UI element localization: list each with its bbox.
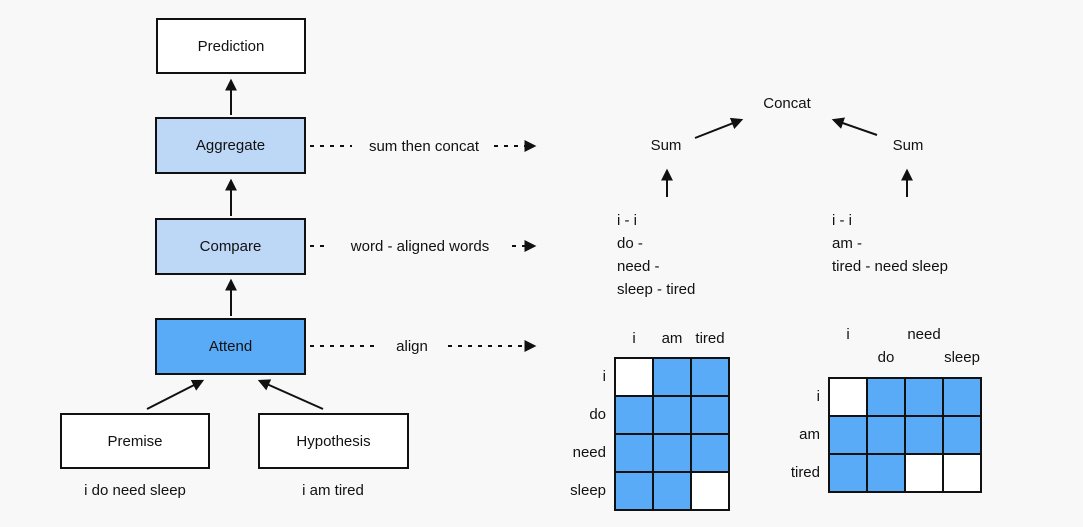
concat-label: Concat: [763, 95, 811, 112]
aggregate-label: Aggregate: [195, 137, 266, 154]
annotation-word-aligned-words: word - aligned words: [350, 238, 490, 255]
compare-box: Compare: [155, 218, 306, 275]
aligned-cell: [868, 455, 904, 491]
premise-box: Premise: [60, 413, 210, 469]
hypothesis-attention-matrix: [828, 377, 982, 493]
aligned-cell: [868, 417, 904, 453]
matrix-col-label: i: [632, 330, 636, 347]
matrix-row-label: do: [589, 406, 606, 423]
aligned-cell: [692, 359, 728, 395]
unaligned-cell: [830, 379, 866, 415]
hypothesis-box: Hypothesis: [258, 413, 409, 469]
unaligned-cell: [906, 455, 942, 491]
aligned-cell: [616, 473, 652, 509]
pair-item: sleep - tired: [617, 281, 696, 298]
premise-sentence: i do need sleep: [84, 482, 186, 499]
aligned-cell: [906, 379, 942, 415]
left-pair-list: i - i do - need - sleep - tired: [617, 209, 695, 301]
premise-attention-matrix: [614, 357, 730, 511]
matrix-col-label: do: [877, 349, 895, 366]
arrow-sumright-to-concat: [831, 117, 878, 136]
right-pair-list: i - i am - tired - need sleep: [832, 209, 948, 278]
aligned-cell: [654, 397, 690, 433]
matrix-col-label: need: [907, 326, 941, 343]
annotation-align: align: [396, 338, 428, 355]
pair-item: i - i: [832, 212, 852, 229]
aligned-cell: [616, 397, 652, 433]
unaligned-cell: [616, 359, 652, 395]
sum-left-label: Sum: [650, 137, 682, 154]
hypothesis-label: Hypothesis: [296, 432, 371, 450]
matrix-col-label: i: [846, 326, 850, 343]
prediction-label: Prediction: [197, 37, 265, 55]
aligned-cell: [616, 435, 652, 471]
arrow-premise-to-attend: [146, 379, 205, 410]
arrow-sumleft-to-concat: [694, 117, 744, 139]
pair-item: do -: [617, 235, 643, 252]
matrix-col-label: tired: [695, 330, 725, 347]
matrix-row-label: sleep: [570, 482, 606, 499]
aligned-cell: [944, 417, 980, 453]
aligned-cell: [654, 473, 690, 509]
unaligned-cell: [944, 455, 980, 491]
pair-item: need -: [617, 258, 660, 275]
premise-label: Premise: [107, 432, 163, 450]
pair-item: tired - need sleep: [832, 258, 948, 275]
aligned-cell: [830, 417, 866, 453]
aligned-cell: [654, 359, 690, 395]
aggregate-box: Aggregate: [155, 117, 306, 174]
attend-box: Attend: [155, 318, 306, 375]
aligned-cell: [944, 379, 980, 415]
matrix-row-label: need: [572, 444, 606, 461]
matrix-row-label: am: [799, 426, 820, 443]
aligned-cell: [692, 435, 728, 471]
compare-label: Compare: [199, 238, 262, 255]
sum-right-label: Sum: [892, 137, 924, 154]
aligned-cell: [868, 379, 904, 415]
matrix-row-label: i: [602, 368, 606, 385]
matrix-col-label: sleep: [944, 349, 980, 366]
prediction-box: Prediction: [156, 18, 306, 74]
aligned-cell: [692, 397, 728, 433]
pair-item: i - i: [617, 212, 637, 229]
pair-item: am -: [832, 235, 862, 252]
aligned-cell: [906, 417, 942, 453]
aligned-cell: [654, 435, 690, 471]
arrow-hypothesis-to-attend: [257, 379, 324, 410]
matrix-col-label: am: [661, 330, 683, 347]
matrix-row-label: tired: [790, 464, 820, 481]
unaligned-cell: [692, 473, 728, 509]
hypothesis-sentence: i am tired: [302, 482, 364, 499]
attend-label: Attend: [208, 338, 253, 355]
annotation-sum-then-concat: sum then concat: [368, 138, 480, 155]
aligned-cell: [830, 455, 866, 491]
matrix-row-label: i: [816, 388, 820, 405]
